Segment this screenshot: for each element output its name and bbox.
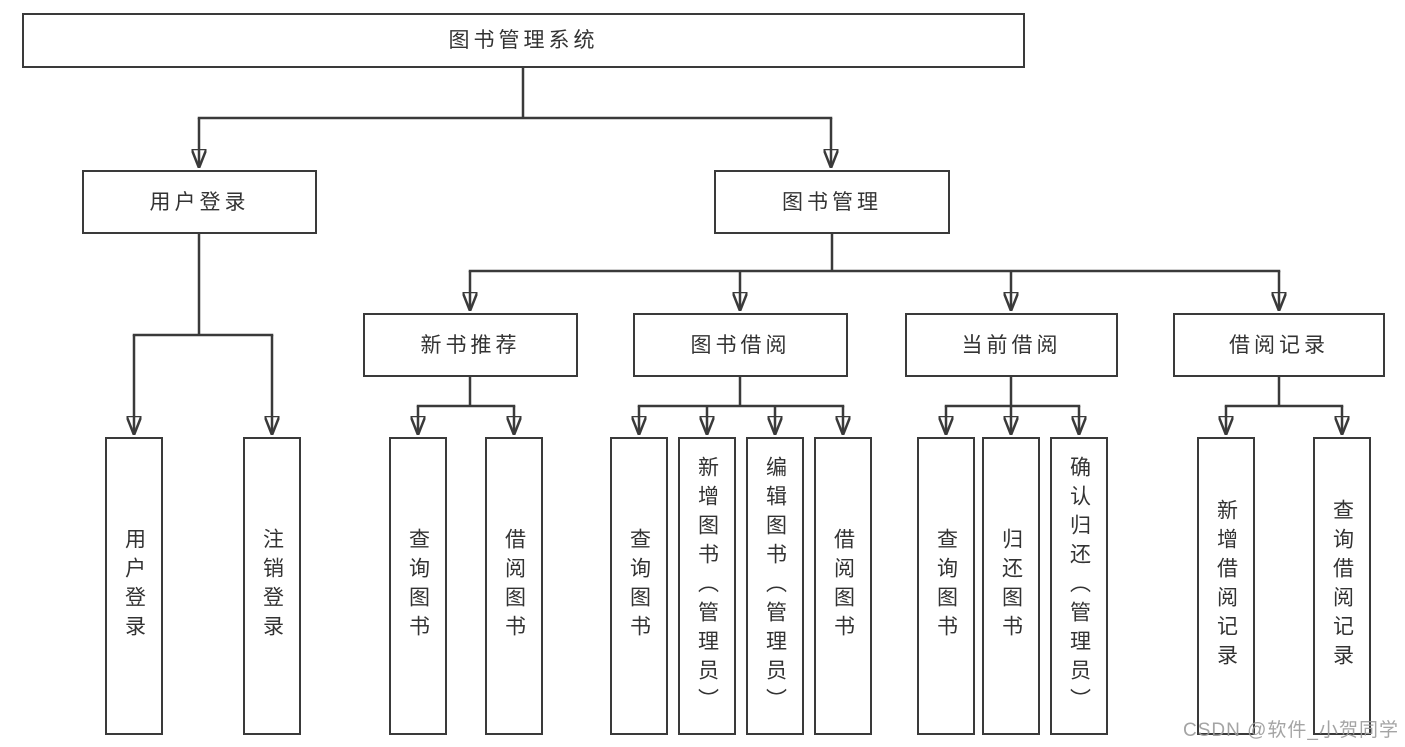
node-book-management: 图书管理 <box>714 170 950 234</box>
leaf-add-borrow-record: 新增借阅记录 <box>1197 437 1255 735</box>
node-current-borrowing: 当前借阅 <box>905 313 1118 377</box>
connector-current-borrowing-children <box>946 375 1079 434</box>
leaf-edit-book-admin: 编辑图书（管理员） <box>746 437 804 735</box>
node-new-book-recommendation: 新书推荐 <box>363 313 578 377</box>
leaf-query-books-recommend: 查询图书 <box>389 437 447 735</box>
connector-book-borrowing-children <box>639 375 843 434</box>
leaf-logout: 注销登录 <box>243 437 301 735</box>
watermark: CSDN @软件_小贺同学 <box>1183 720 1399 741</box>
leaf-borrow-books-recommend: 借阅图书 <box>485 437 543 735</box>
node-user-login: 用户登录 <box>82 170 317 234</box>
node-library-system: 图书管理系统 <box>22 13 1025 68</box>
leaf-return-book: 归还图书 <box>982 437 1040 735</box>
connector-borrowing-records-children <box>1226 375 1342 434</box>
connector-book-management-children <box>470 232 1279 310</box>
node-borrowing-records: 借阅记录 <box>1173 313 1385 377</box>
connector-user-login-children <box>134 232 272 434</box>
leaf-borrow-books-borrowing: 借阅图书 <box>814 437 872 735</box>
leaf-confirm-return-admin: 确认归还（管理员） <box>1050 437 1108 735</box>
leaf-query-books-current: 查询图书 <box>917 437 975 735</box>
leaf-query-books-borrowing: 查询图书 <box>610 437 668 735</box>
leaf-add-book-admin: 新增图书（管理员） <box>678 437 736 735</box>
connector-new-book-children <box>418 375 514 434</box>
node-book-borrowing: 图书借阅 <box>633 313 848 377</box>
connector-root-to-level2 <box>199 66 831 167</box>
leaf-query-borrow-record: 查询借阅记录 <box>1313 437 1371 735</box>
leaf-user-login: 用户登录 <box>105 437 163 735</box>
